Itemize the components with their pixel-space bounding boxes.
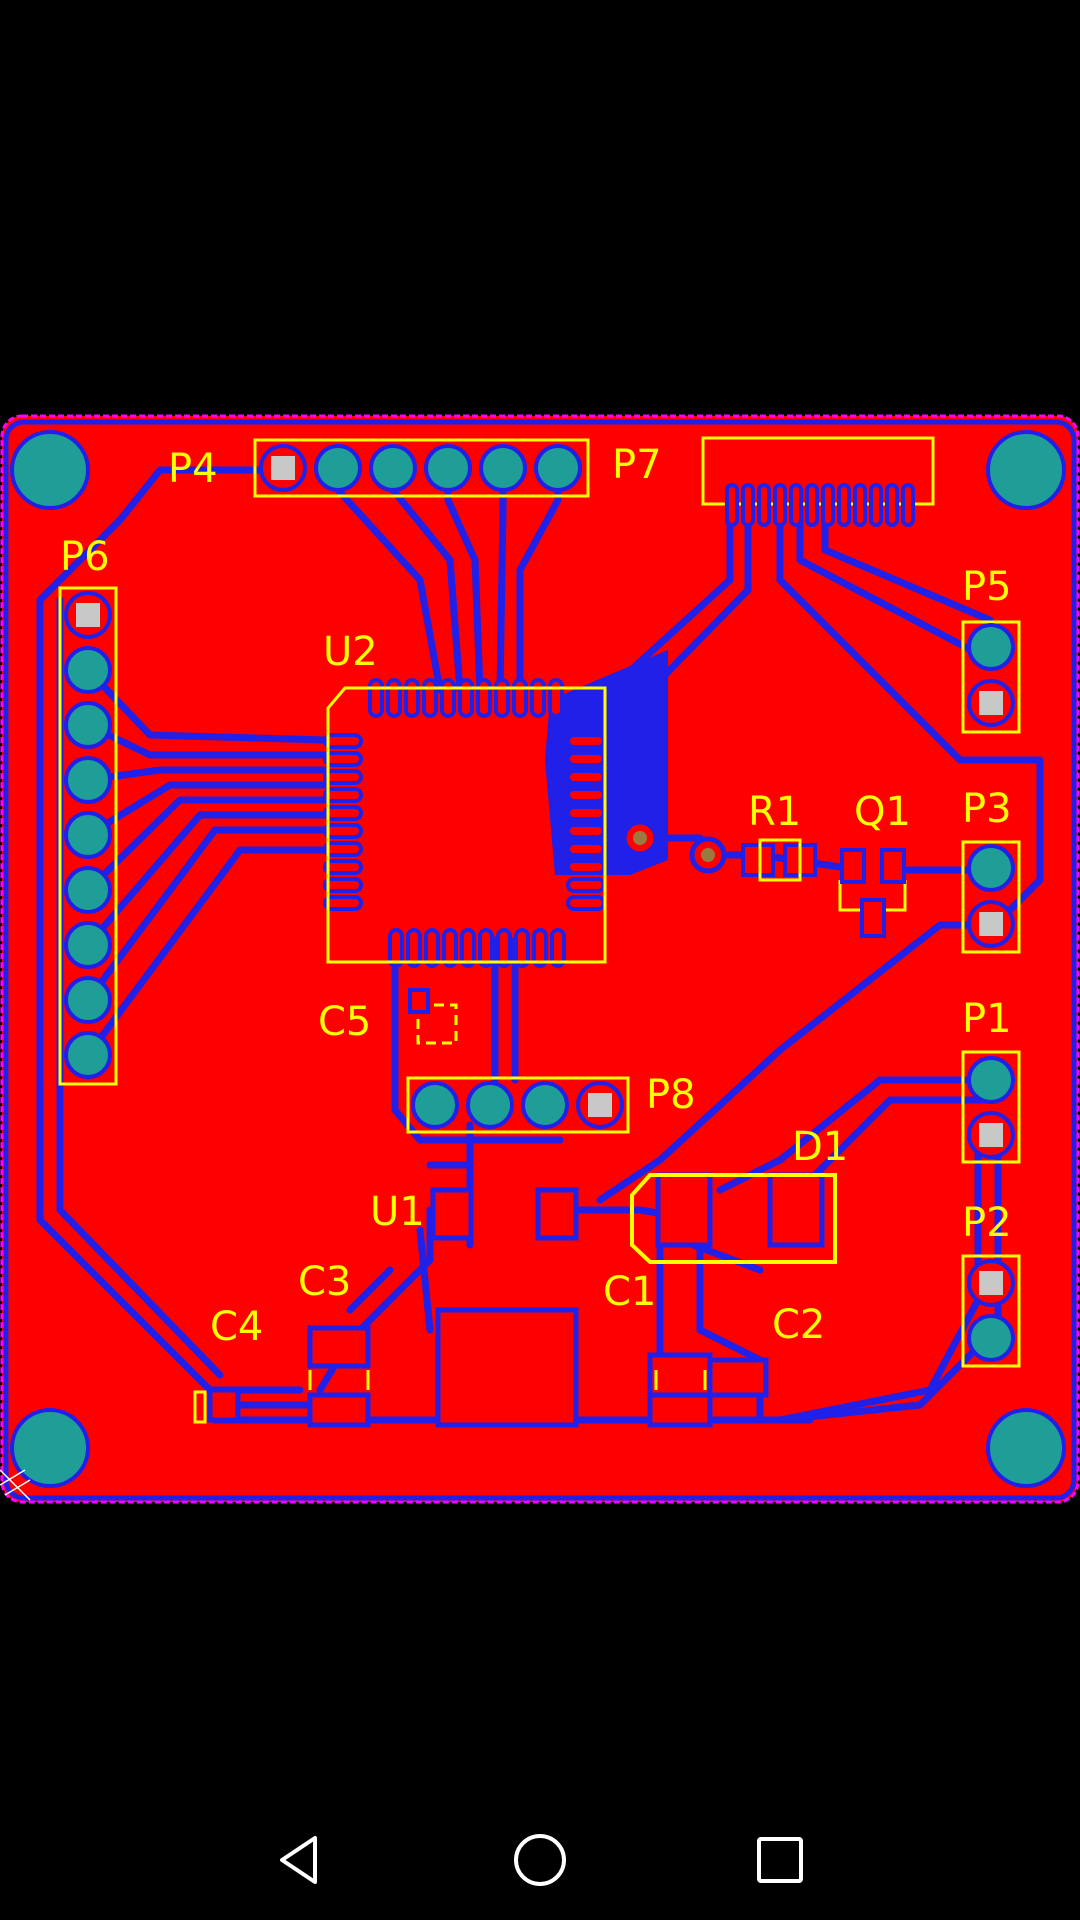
label-p4: P4 — [168, 446, 218, 492]
ground-ring — [3, 419, 1077, 1501]
r1-footprint — [741, 838, 817, 882]
navigation-bar — [0, 1800, 1080, 1920]
label-r1: R1 — [748, 789, 801, 835]
c4-footprint — [193, 1387, 241, 1424]
label-p7: P7 — [612, 442, 662, 488]
home-button[interactable] — [500, 1820, 580, 1900]
origin-marker — [0, 1469, 31, 1501]
p7-pins — [725, 483, 915, 527]
p6-outline — [58, 586, 118, 1086]
p8-pins — [411, 1081, 624, 1129]
c1-c2-footprint — [647, 1352, 769, 1428]
q1-footprint — [838, 848, 907, 938]
p2-outline — [961, 1254, 1021, 1368]
pcb-viewer[interactable]: P4 P7 P6 P5 U2 R1 Q1 P3 C5 P1 P8 D1 U1 P… — [0, 0, 1080, 1840]
label-c5: C5 — [318, 999, 371, 1045]
pcb-layout: P4 P7 P6 P5 U2 R1 Q1 P3 C5 P1 P8 D1 U1 P… — [0, 414, 1080, 1504]
d1-footprint — [630, 1172, 837, 1264]
p3-outline — [961, 840, 1021, 954]
mounting-holes — [10, 430, 1066, 1488]
u2-outline — [326, 686, 607, 964]
label-c4: C4 — [210, 1304, 263, 1350]
label-p3: P3 — [962, 786, 1012, 832]
p4-pins — [259, 444, 582, 492]
p1-outline — [961, 1050, 1021, 1164]
c5-footprint — [408, 988, 458, 1045]
label-u2: U2 — [323, 629, 378, 675]
label-u1: U1 — [370, 1189, 425, 1235]
c3-footprint — [307, 1325, 371, 1428]
circle-home-icon — [514, 1834, 566, 1886]
u2-pins — [323, 678, 606, 968]
p6-pins — [64, 591, 112, 1079]
label-c2: C2 — [772, 1302, 825, 1348]
triangle-back-icon — [280, 1836, 317, 1884]
back-button[interactable] — [260, 1820, 340, 1900]
label-q1: Q1 — [854, 789, 911, 835]
p5-pins — [967, 623, 1015, 727]
p5-outline — [961, 620, 1021, 734]
square-recents-icon — [757, 1837, 803, 1883]
p8-outline — [406, 1076, 630, 1134]
p3-pins — [967, 844, 1015, 948]
p1-pins — [967, 1056, 1015, 1159]
u1-footprint — [430, 1187, 579, 1428]
label-p5: P5 — [962, 564, 1012, 610]
label-p6: P6 — [60, 534, 110, 580]
label-p8: P8 — [646, 1072, 696, 1118]
label-p1: P1 — [962, 996, 1012, 1042]
vias — [621, 819, 727, 874]
label-c1: C1 — [603, 1269, 656, 1315]
p4-outline — [253, 438, 590, 498]
label-p2: P2 — [962, 1200, 1012, 1246]
label-d1: D1 — [792, 1124, 848, 1170]
recents-button[interactable] — [740, 1820, 820, 1900]
p2-pins — [967, 1259, 1015, 1362]
label-c3: C3 — [298, 1259, 351, 1305]
